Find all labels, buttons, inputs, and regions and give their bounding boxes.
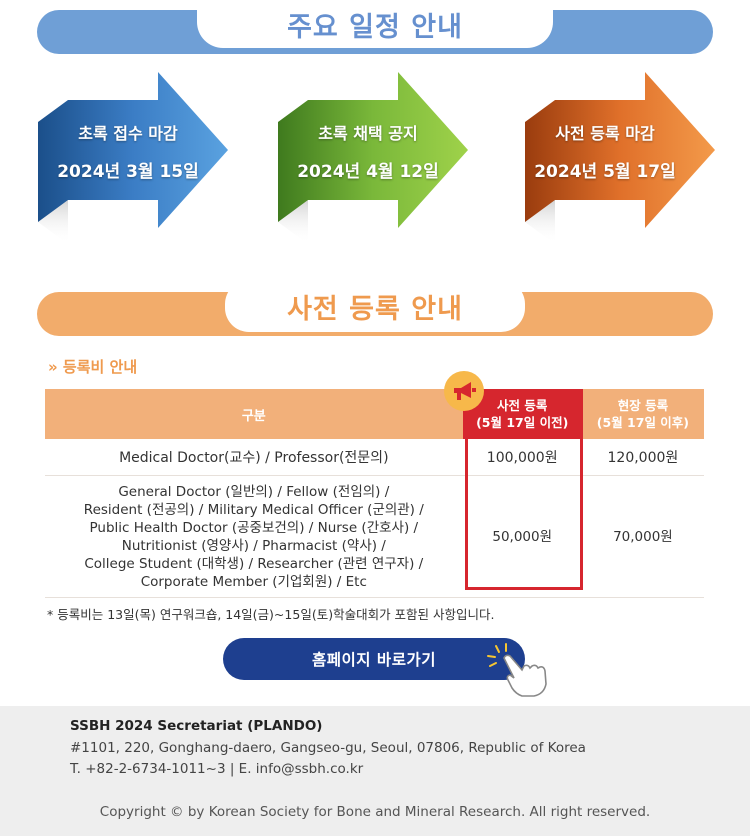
arrow-shape-icon [278,72,468,244]
category-line: General Doctor (일반의) / Fellow (전임의) / [118,483,390,500]
header-pre-registration: 사전 등록 (5월 17일 이전) [462,389,582,439]
megaphone-icon [444,371,484,411]
schedule-arrow-abstract-deadline: 초록 접수 마감 2024년 3월 15일 [28,72,228,244]
schedule-banner: 주요 일정 안내 [37,0,713,54]
footer-copyright: Copyright © by Korean Society for Bone a… [99,804,651,820]
row-category: General Doctor (일반의) / Fellow (전임의) / Re… [45,475,463,598]
header-onsite-registration: 현장 등록 (5월 17일 이후) [581,389,704,439]
header-category: 구분 [45,389,463,439]
table-row: General Doctor (일반의) / Fellow (전임의) / Re… [45,475,704,598]
header-pre-line2: (5월 17일 이전) [476,415,569,430]
schedule-date: 2024년 4월 12일 [297,162,439,182]
schedule-date: 2024년 3월 15일 [57,162,199,182]
registration-banner: 사전 등록 안내 [37,280,713,336]
category-line: Corporate Member (기업회원) / Etc [140,573,367,590]
footer: SSBH 2024 Secretariat (PLANDO) #1101, 22… [0,706,750,836]
schedule-label: 초록 채택 공지 [318,124,418,143]
schedule-date: 2024년 5월 17일 [534,162,676,182]
header-onsite-line1: 현장 등록 [617,398,669,413]
table-row: Medical Doctor(교수) / Professor(전문의) 100,… [45,439,704,476]
fee-table: 구분 사전 등록 (5월 17일 이전) 현장 등록 (5월 17일 이후) M… [45,389,704,598]
registration-title: 사전 등록 안내 [225,280,525,332]
header-onsite-line2: (5월 17일 이후) [596,415,690,430]
category-line: Public Health Doctor (공중보건의) / Nurse (간호… [89,519,419,536]
row-pre-fee: 100,000원 [462,439,582,476]
category-line: Medical Doctor(교수) / Professor(전문의) [119,450,389,466]
arrow-shape-icon [525,72,715,244]
category-line: Resident (전공의) / Military Medical Office… [83,501,424,518]
row-pre-fee: 50,000원 [462,475,582,598]
header-pre-line1: 사전 등록 [497,398,548,413]
fee-subhead: » 등록비 안내 [48,358,138,376]
footer-address: #1101, 220, Gonghang-daero, Gangseo-gu, … [70,740,586,756]
fee-note: * 등록비는 13일(목) 연구워크숍, 14일(금)~15일(토)학술대회가 … [47,607,495,622]
arrow-shape-icon [38,72,228,244]
schedule-arrow-abstract-notice: 초록 채택 공지 2024년 4월 12일 [268,72,468,244]
schedule-label: 사전 등록 마감 [555,124,655,143]
row-onsite-fee: 120,000원 [581,439,704,476]
footer-org: SSBH 2024 Secretariat (PLANDO) [70,718,323,734]
row-onsite-fee: 70,000원 [581,475,704,598]
homepage-button[interactable]: 홈페이지 바로가기 [223,638,525,680]
footer-contact: T. +82-2-6734-1011~3 | E. info@ssbh.co.k… [70,761,364,777]
row-category: Medical Doctor(교수) / Professor(전문의) [45,439,463,476]
schedule-label: 초록 접수 마감 [78,124,178,143]
category-line: College Student (대학생) / Researcher (관련 연… [84,555,424,572]
schedule-arrow-preregistration-deadline: 사전 등록 마감 2024년 5월 17일 [505,72,715,244]
pointing-hand-icon [486,642,550,698]
category-line: Nutritionist (영양사) / Pharmacist (약사) / [121,537,386,554]
schedule-title: 주요 일정 안내 [197,0,553,48]
